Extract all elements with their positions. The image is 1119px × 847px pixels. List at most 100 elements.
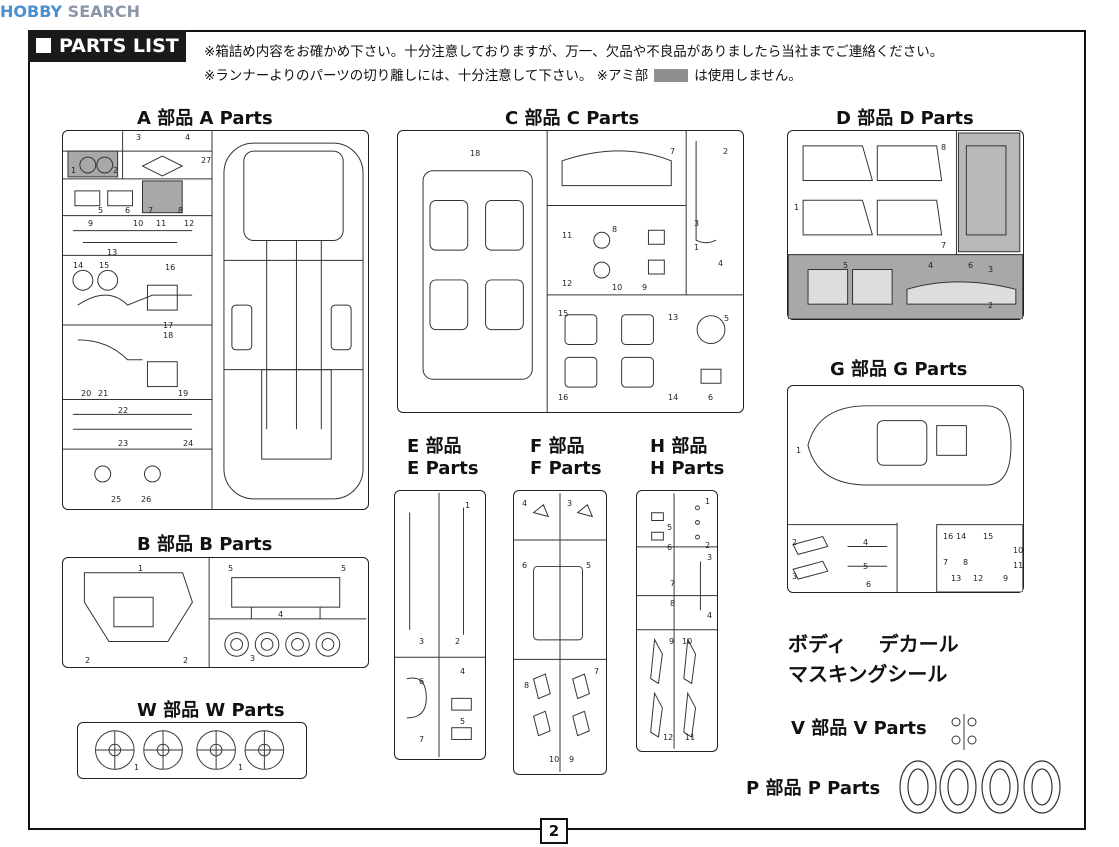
h-parts-sprue: 1 2 3 4 5 6 7 8 9 10 11 12	[636, 490, 718, 752]
v-parts-svg	[951, 714, 977, 750]
part-number: 19	[178, 389, 189, 398]
h-parts-title: H 部品 H Parts	[650, 436, 724, 480]
h-parts-drawing	[637, 493, 717, 749]
c-parts-title: C 部品 C Parts	[505, 108, 640, 129]
notice-line-2-a: ※ランナーよりのパーツの切り離しには、十分注意して下さい。 ※アミ部	[204, 68, 649, 84]
part-number: 21	[98, 389, 109, 398]
part-number: 7	[941, 241, 947, 250]
part-number: 8	[524, 681, 530, 690]
part-number: 8	[178, 206, 184, 215]
f-parts-title-en: F Parts	[530, 458, 602, 479]
part-number: 14	[956, 532, 967, 541]
h-parts-title-en: H Parts	[650, 458, 725, 479]
f-parts-title-ja: F 部品	[530, 436, 585, 457]
part-number: 3	[792, 572, 798, 581]
part-number: 5	[341, 564, 347, 573]
part-number: 8	[941, 143, 947, 152]
g-parts-drawing	[788, 405, 1023, 592]
part-number: 3	[136, 133, 142, 142]
part-number: 8	[612, 225, 618, 234]
part-number: 10	[1013, 546, 1024, 555]
part-number: 4	[278, 610, 284, 619]
part-number: 3	[694, 219, 700, 228]
part-number: 5	[460, 717, 466, 726]
h-parts-title-ja: H 部品	[650, 436, 708, 457]
a-parts-title: A 部品 A Parts	[137, 108, 273, 129]
part-number: 12	[973, 574, 984, 583]
square-icon	[36, 38, 51, 53]
e-parts-title: E 部品 E Parts	[407, 436, 479, 480]
part-number: 4	[863, 538, 869, 547]
e-parts-title-ja: E 部品	[407, 436, 462, 457]
part-number: 3	[988, 265, 994, 274]
part-number: 2	[705, 541, 711, 550]
part-number: 4	[718, 259, 724, 268]
part-number: 25	[111, 495, 122, 504]
part-number: 3	[419, 637, 425, 646]
part-number: 6	[419, 677, 425, 686]
part-number: 10	[612, 283, 623, 292]
notice-line-2-b: は使用しません。	[694, 68, 802, 84]
part-number: 1	[138, 564, 144, 573]
f-parts-sprue: 4 3 5 6 7 8 9 10	[513, 490, 607, 775]
part-number: 6	[968, 261, 974, 270]
part-number: 4	[928, 261, 934, 270]
part-number: 7	[148, 206, 154, 215]
part-number: 3	[250, 654, 256, 663]
part-number: 11	[562, 231, 573, 240]
part-number: 5	[843, 261, 849, 270]
decal-label: デカール	[878, 632, 959, 656]
part-number: 2	[183, 656, 189, 665]
part-number: 10	[133, 219, 144, 228]
part-number: 17	[163, 321, 174, 330]
v-parts-drawing	[944, 712, 984, 752]
body-label: ボディ	[788, 632, 847, 656]
masking-seal-label: マスキングシール	[788, 662, 948, 686]
part-number: 2	[792, 538, 798, 547]
part-number: 4	[460, 667, 466, 676]
part-number: 4	[522, 499, 528, 508]
part-number: 6	[667, 543, 673, 552]
part-number: 6	[522, 561, 528, 570]
part-number: 13	[951, 574, 962, 583]
notice-line-1: ※箱詰め内容をお確かめ下さい。十分注意しておりますが、万一、欠品や不良品がありま…	[204, 44, 944, 60]
part-number: 1	[71, 166, 77, 175]
e-parts-drawing	[395, 492, 485, 758]
c-parts-drawing	[422, 131, 743, 412]
part-number: 1	[694, 243, 700, 252]
page-number: 2	[540, 818, 568, 844]
e-parts-sprue: 1 2 3 4 5 6 7	[394, 490, 486, 760]
a-parts-drawing	[63, 131, 364, 509]
part-number: 2	[723, 147, 729, 156]
watermark-logo: HOBBY	[0, 2, 63, 21]
part-number: 12	[562, 279, 573, 288]
part-number: 6	[866, 580, 872, 589]
part-number: 14	[668, 393, 679, 402]
part-number: 5	[98, 206, 104, 215]
part-number: 3	[707, 553, 713, 562]
part-number: 15	[99, 261, 110, 270]
part-number: 3	[567, 499, 573, 508]
part-number: 20	[81, 389, 92, 398]
watermark-text: SEARCH	[67, 2, 140, 21]
part-number: 7	[943, 558, 949, 567]
decal-line-1: ボディ デカール	[788, 628, 959, 657]
b-parts-drawing	[83, 558, 367, 667]
part-number: 12	[663, 733, 674, 742]
parts-list-title: PARTS LIST	[59, 35, 179, 57]
part-number: 7	[670, 147, 676, 156]
p-parts-svg	[899, 760, 1061, 814]
f-parts-title: F 部品 F Parts	[530, 436, 602, 480]
part-number: 26	[141, 495, 152, 504]
w-parts-drawing	[95, 730, 285, 770]
part-number: 1	[705, 497, 711, 506]
part-number: 5	[228, 564, 234, 573]
part-number: 24	[183, 439, 194, 448]
part-number: 1	[465, 501, 471, 510]
part-number: 2	[988, 301, 994, 310]
part-number: 16	[165, 263, 176, 272]
part-number: 8	[670, 599, 676, 608]
part-number: 4	[185, 133, 191, 142]
v-parts-title: V 部品 V Parts	[791, 718, 927, 739]
f-parts-drawing	[514, 493, 606, 772]
